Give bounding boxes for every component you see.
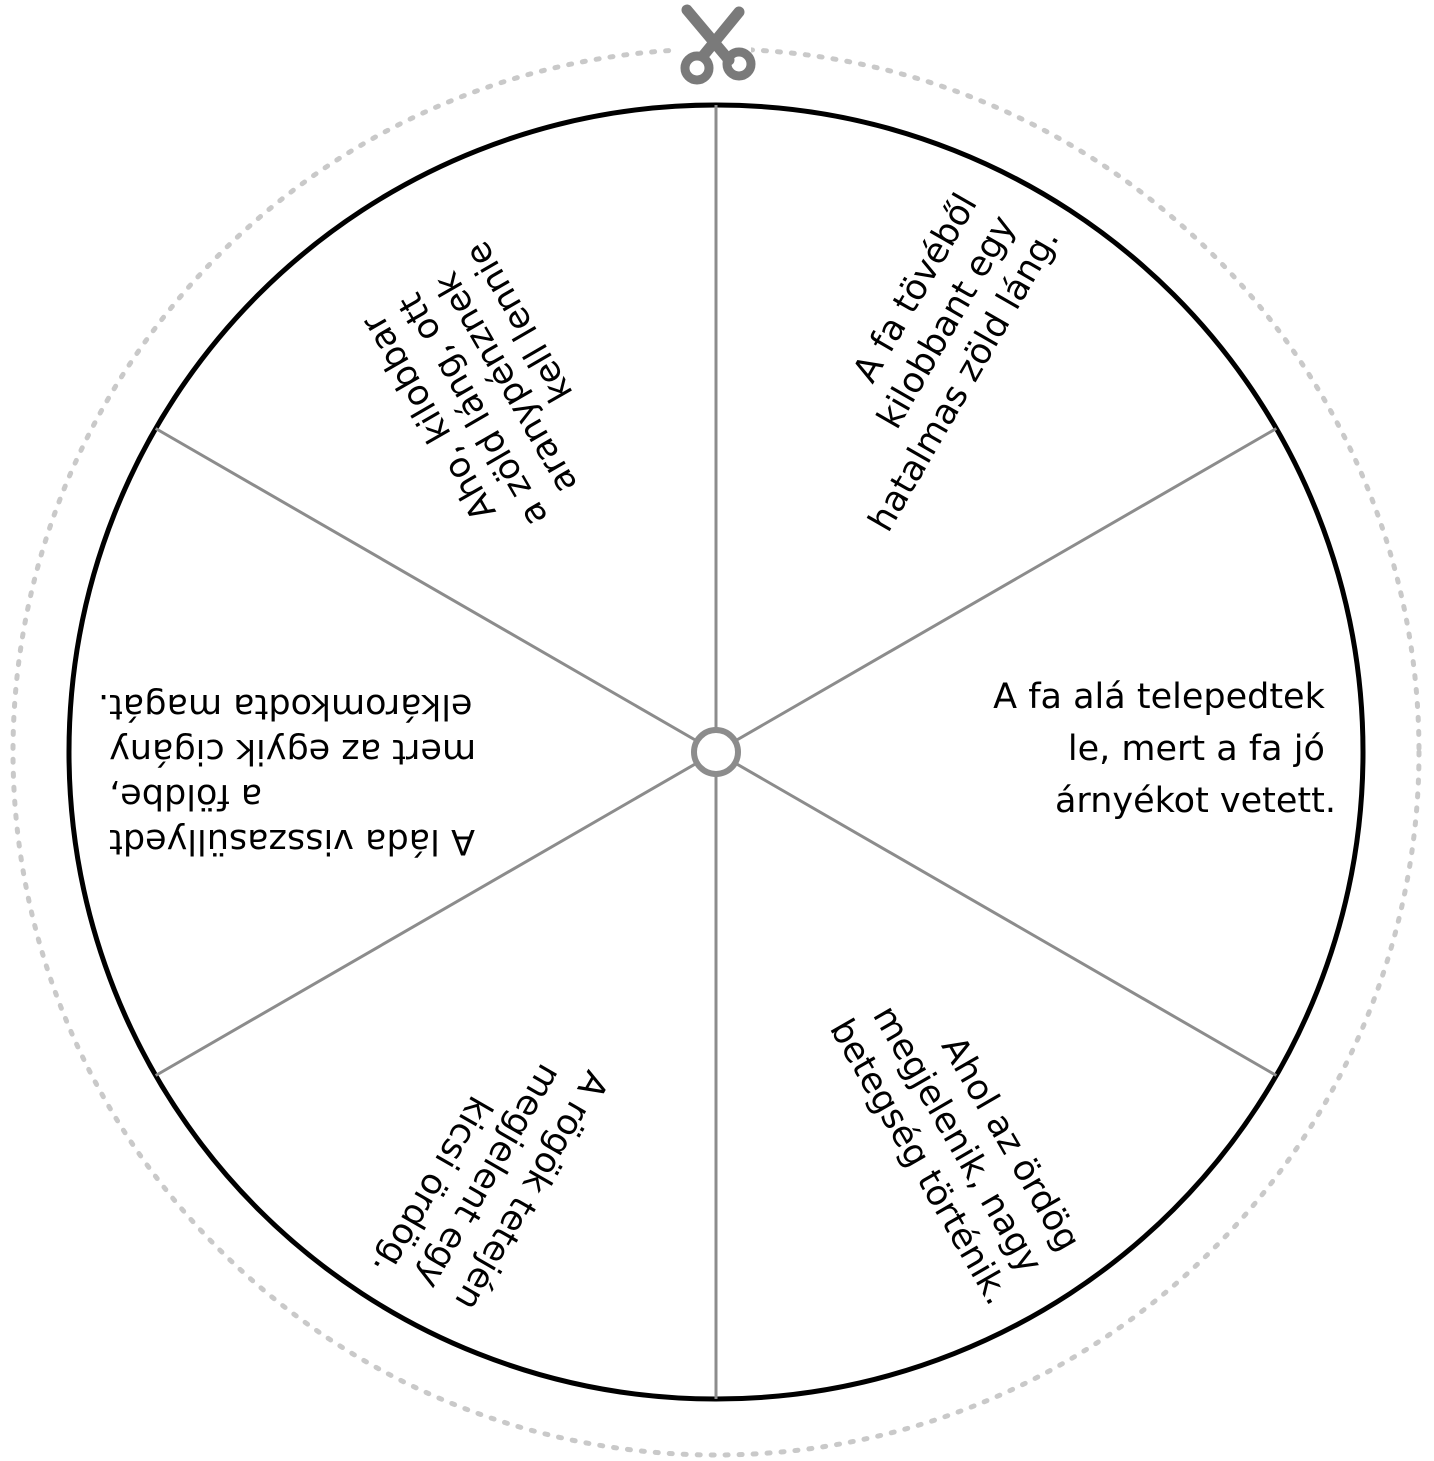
segment-right: A fa alá telepedtek le, mert a fa jó árn… xyxy=(993,677,1336,821)
segment-left: A láda visszasüllyedt a földbe, mert az … xyxy=(98,686,476,861)
segment-dividers xyxy=(154,105,1278,1399)
segment-divider xyxy=(715,750,1278,1077)
segment-divider xyxy=(154,750,717,1077)
scissors-blade-right xyxy=(697,6,745,62)
scissors-handle-left xyxy=(680,51,714,85)
segment-divider xyxy=(715,427,1278,754)
scissors-handle-right xyxy=(722,47,756,81)
scissors-blade-left xyxy=(681,4,735,66)
cut-line xyxy=(10,46,1422,1458)
segment-divider xyxy=(154,427,717,754)
scissors-icon xyxy=(675,4,756,85)
segment-text: A fa alá telepedtek le, mert a fa jó árn… xyxy=(993,677,1336,821)
segment-text: A láda visszasüllyedt a földbe, mert az … xyxy=(98,686,476,861)
center-hub xyxy=(691,727,741,777)
